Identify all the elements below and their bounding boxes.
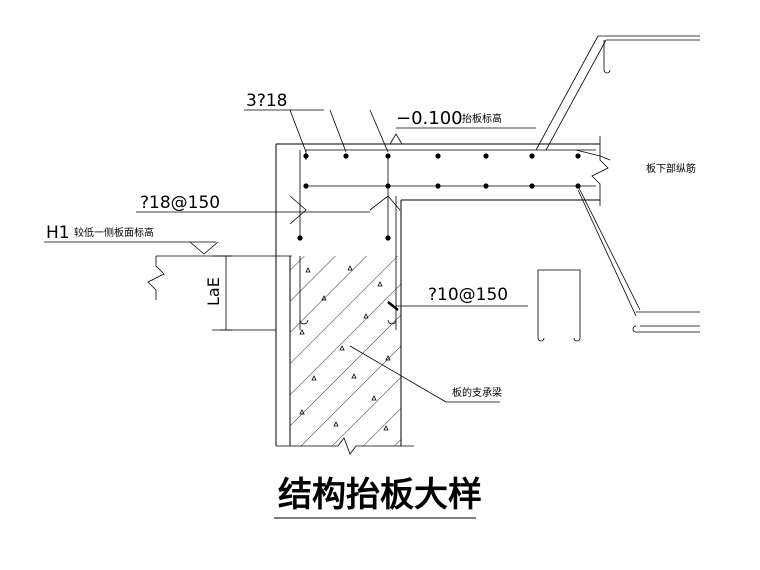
h1-note: 较低一侧板面标高 [74,226,154,239]
rebar-bars [297,153,581,241]
elevation-note: 抬板标高 [462,112,502,125]
side-bars-label: ?18@150 [140,193,220,213]
elevation-value: −0.100 [396,108,463,129]
support-beam [276,256,414,455]
aggregate-marks [299,265,391,431]
support-beam-label: 板的支承梁 [452,386,502,399]
top-bars-label: 3?18 [246,91,287,111]
lae-label: LaE [204,277,223,306]
drawing-title: 结构抬板大样 [278,475,482,515]
stirrups-label: ?10@150 [428,285,508,305]
leader-lines [44,35,700,403]
bottom-rebar-label: 板下部纵筋 [646,162,696,175]
h1-value: H1 [46,223,70,243]
